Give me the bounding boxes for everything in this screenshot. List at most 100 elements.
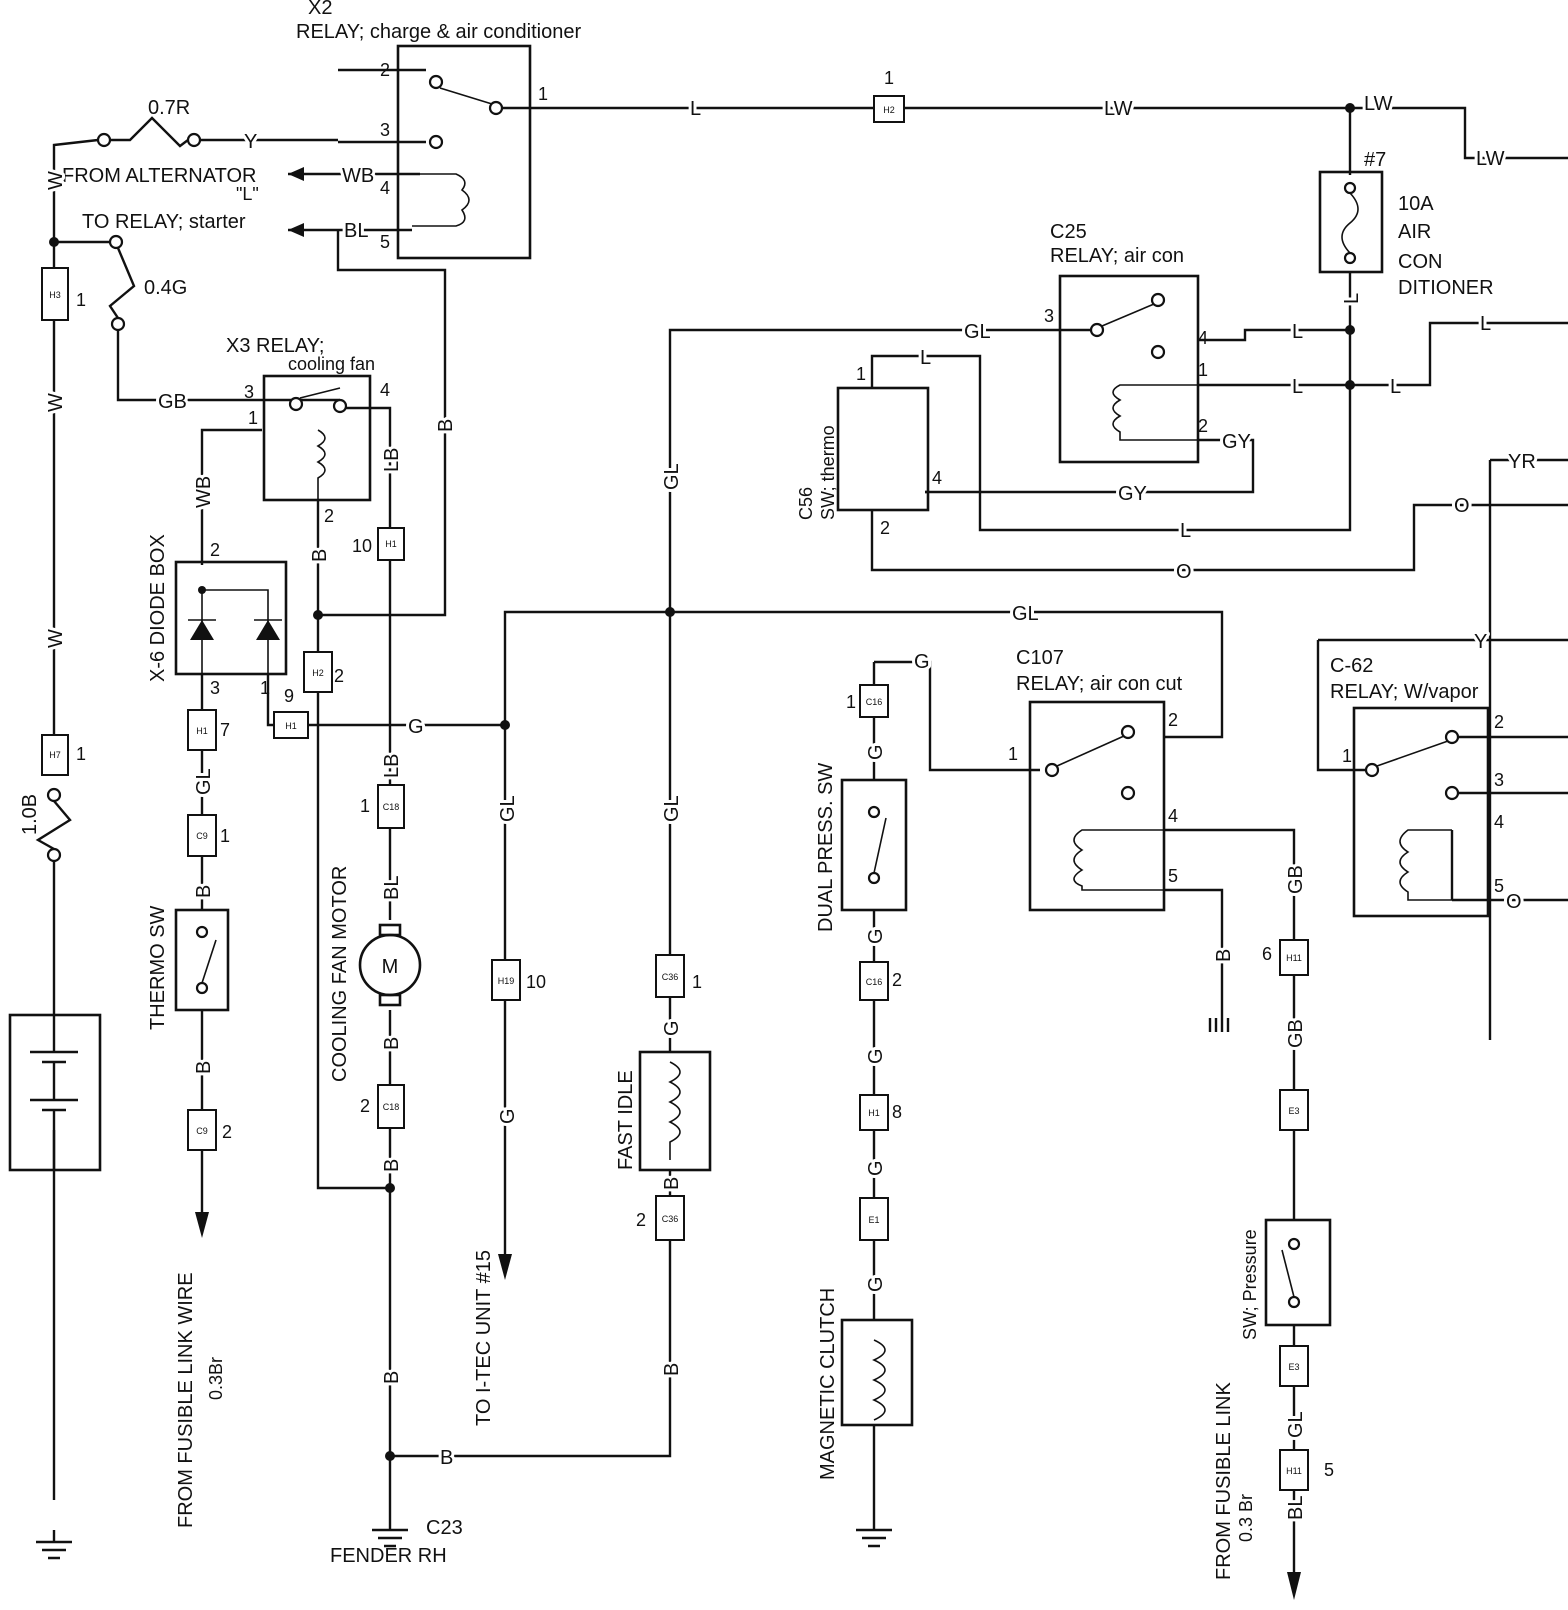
sw-pressure-label: SW; Pressure: [1240, 1229, 1260, 1340]
x3-sub: cooling fan: [288, 354, 375, 374]
pin-number-p4: 4: [1494, 812, 1504, 832]
motor-symbol: M: [382, 956, 399, 978]
wire-color-label-yr: YR: [1508, 451, 1536, 473]
ground-c107: [1208, 1010, 1230, 1032]
connector-c36-2: C36: [655, 1195, 685, 1241]
wire-color-label-o: O: [1506, 891, 1522, 913]
connector-label-h1: H1: [868, 1108, 880, 1118]
c56-id: C56: [796, 487, 816, 520]
fusible-links: [35, 116, 202, 863]
pin-number-p2: 2: [222, 1122, 232, 1142]
pin-number-p2: 2: [334, 666, 344, 686]
x3-name: X3 RELAY;: [226, 335, 324, 357]
wire-color-label-g: G: [865, 1276, 887, 1292]
c56-name: SW; thermo: [818, 425, 838, 520]
connector-label-h1: H1: [285, 721, 297, 731]
component-labels: X2 RELAY; charge & air conditioner X3 RE…: [147, 0, 1494, 1567]
connector-label-e1: E1: [868, 1215, 879, 1225]
connector-label-c18: C18: [383, 802, 400, 812]
from-fusible-link: FROM FUSIBLE LINK: [1213, 1382, 1235, 1580]
wire-color-label-gy: GY: [1118, 483, 1147, 505]
c107-relay-box: [1028, 700, 1166, 912]
connector-h1-7: H1: [187, 709, 217, 751]
connector-label-h3: H3: [49, 290, 61, 300]
fusible-link-labels: 0.7R 0.4G 1.0B: [19, 97, 190, 835]
thermo-sw-label: THERMO SW: [147, 905, 169, 1030]
c107-name: RELAY; air con cut: [1016, 673, 1183, 695]
from-alternator: FROM ALTERNATOR: [62, 165, 256, 187]
pin-number-p2: 2: [636, 1210, 646, 1230]
wire-color-label-g: G: [497, 1108, 519, 1124]
connector-e1: E1: [859, 1197, 889, 1241]
pin-number-p1: 1: [1342, 746, 1352, 766]
fast-idle-box: [638, 1050, 712, 1172]
wire-color-label-b: B: [193, 1061, 215, 1074]
pin-number-p1: 1: [692, 972, 702, 992]
junctions: [49, 103, 1355, 1461]
connector-label-c36: C36: [662, 1214, 679, 1224]
wire-color-label-gl: GL: [1012, 603, 1039, 625]
pin-number-p1: 1: [1008, 744, 1018, 764]
wire-color-label-w: W: [45, 629, 67, 648]
pin-numbers: 2 3 4 5 1 1 3 4 1 2 1 1 2 3 1 7 9 2 10 1…: [76, 60, 1504, 1480]
pin-number-p1: 1: [76, 290, 86, 310]
thermo-sw-box: [174, 908, 230, 1012]
connector-label-h11: H11: [1286, 953, 1302, 963]
magnetic-clutch-label: MAGNETIC CLUTCH: [817, 1288, 839, 1480]
wire-color-label-o: O: [1454, 495, 1470, 517]
connector-c16-2: C16: [859, 961, 889, 1001]
connector-h1-10: H1: [377, 527, 405, 561]
connector-label-e3: E3: [1288, 1106, 1299, 1116]
wire-color-labels: L LW LW LW Y WB BL W W W GB B WB LB B L …: [42, 90, 1539, 1523]
c25-id: C25: [1050, 221, 1087, 243]
pin-number-p7: 7: [220, 720, 230, 740]
wire-color-label-g: G: [865, 1048, 887, 1064]
magnetic-clutch-box: [840, 1318, 914, 1427]
to-itec: TO I-TEC UNIT #15: [473, 1250, 495, 1426]
wire-color-label-b: B: [1213, 949, 1235, 962]
pin-number-p4: 4: [380, 178, 390, 198]
wire-color-label-gl: GL: [964, 321, 991, 343]
wire-color-label-b: B: [381, 1371, 403, 1384]
c25-relay-box: [1058, 274, 1200, 464]
wire-color-label-wb: WB: [193, 476, 215, 508]
ground-c23: [372, 1528, 408, 1548]
x2-relay-box: [396, 44, 532, 260]
c25-name: RELAY; air con: [1050, 245, 1184, 267]
connector-label-h2: H2: [312, 668, 324, 678]
connector-h11-6: H11: [1279, 939, 1309, 976]
pin-number-p10: 10: [526, 972, 546, 992]
fl-0-7r: 0.7R: [148, 97, 190, 119]
c62-name: RELAY; W/vapor: [1330, 681, 1479, 703]
component-boxes: [8, 44, 1490, 1427]
pin-number-p5: 5: [1168, 866, 1178, 886]
pin-number-p2: 2: [892, 970, 902, 990]
connector-c18-2: C18: [377, 1084, 405, 1129]
pin-number-p6: 6: [1262, 944, 1272, 964]
connector-h7: H7: [41, 734, 69, 776]
wire-color-label-b: B: [661, 1363, 683, 1376]
pin-number-p3: 3: [210, 678, 220, 698]
wire-color-label-gl: GL: [497, 795, 519, 822]
connector-label-e3: E3: [1288, 1362, 1299, 1372]
c107-id: C107: [1016, 647, 1064, 669]
wire-color-label-gb: GB: [1285, 865, 1307, 894]
wire-color-label-l: L: [1390, 376, 1401, 398]
diode-box-label: X-6 DIODE BOX: [147, 534, 169, 682]
pin-number-p2: 2: [380, 60, 390, 80]
connector-c9-2: C9: [187, 1109, 217, 1151]
connector-label-h19: H19: [498, 976, 515, 986]
pin-number-p2: 2: [324, 506, 334, 526]
wire-color-label-l: L: [920, 347, 931, 369]
ground-clutch: [856, 1528, 892, 1548]
x2-id: X2: [308, 0, 332, 19]
fuse-l2: AIR: [1398, 221, 1431, 243]
c56-thermo-sw-box: [836, 386, 930, 512]
connector-h11-5: H11: [1279, 1449, 1309, 1491]
wire-color-label-bl: BL: [1285, 1496, 1307, 1520]
wire-color-label-g: G: [865, 928, 887, 944]
wire-color-label-b: B: [309, 549, 331, 562]
wire-color-label-gb: GB: [158, 391, 187, 413]
